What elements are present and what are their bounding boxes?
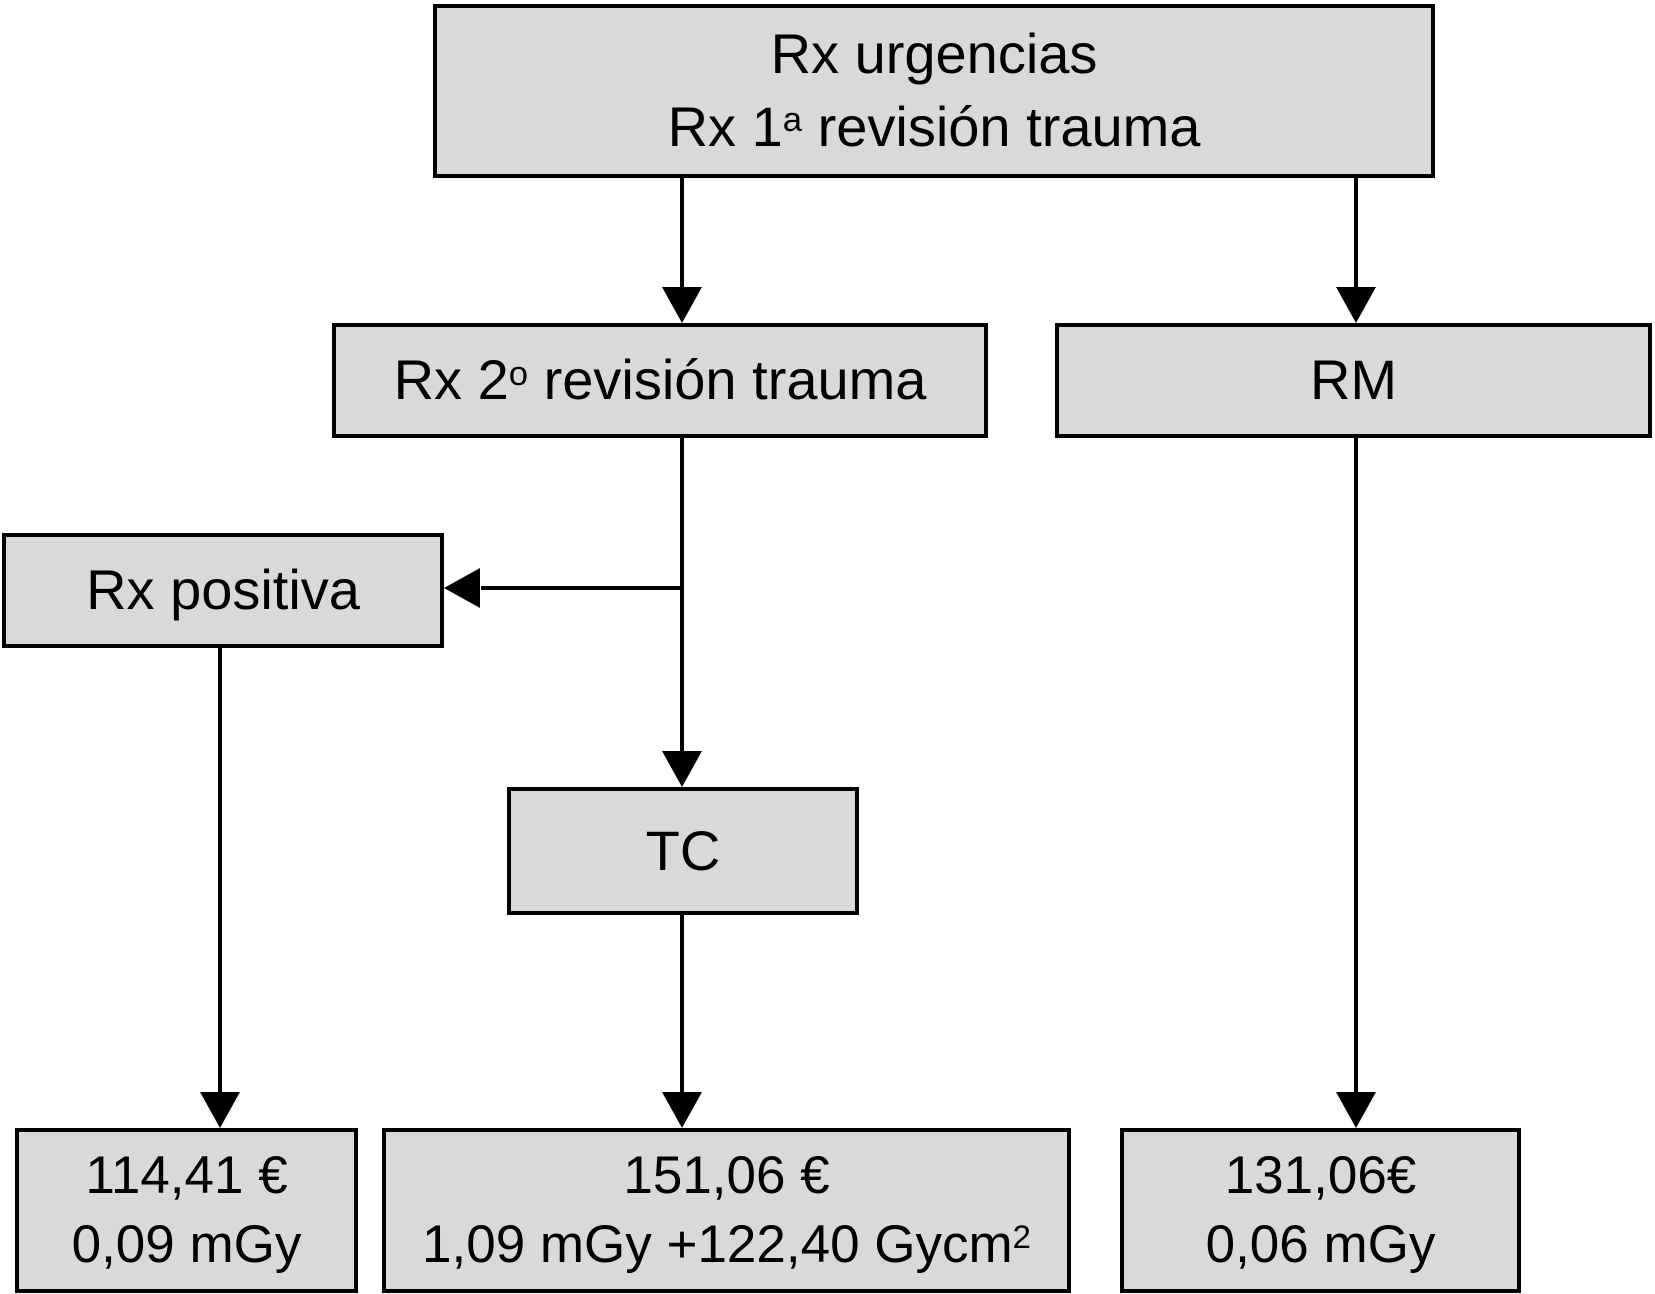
node-rm: RM <box>1055 323 1652 438</box>
label-part: revisión trauma <box>802 95 1201 158</box>
cost-line1: 114,41 € <box>85 1145 288 1205</box>
node-tc: TC <box>507 787 859 915</box>
label-part: revisión trauma <box>528 348 927 412</box>
node-label: TC <box>645 818 721 882</box>
label-part: 1,09 mGy +122,40 Gycm <box>422 1214 1013 1274</box>
cost-line2: 1,09 mGy +122,40 Gycm2 <box>422 1211 1031 1280</box>
cost-line1: 131,06€ <box>1224 1145 1417 1205</box>
cost-line2: 0,09 mGy <box>71 1214 302 1274</box>
label-superscript: a <box>782 101 803 140</box>
edge-urgencias-to-rm-arrowhead <box>1336 287 1376 323</box>
edge-rx2-to-rxpositiva-arrowhead <box>444 568 480 608</box>
label-superscript: o <box>508 354 529 393</box>
node-cost-tc: 151,06 € 1,09 mGy +122,40 Gycm2 <box>382 1128 1071 1293</box>
node-cost-rx-positiva: 114,41 € 0,09 mGy <box>15 1128 358 1293</box>
node-rx-2-revision-trauma: Rx 2o revisión trauma <box>332 323 988 438</box>
node-cost-rm: 131,06€ 0,06 mGy <box>1120 1128 1521 1293</box>
edge-rm-to-cost-arrowhead <box>1336 1092 1376 1128</box>
edge-tc-to-cost-arrowhead <box>662 1092 702 1128</box>
cost-line1: 151,06 € <box>623 1145 830 1205</box>
node-label: Rx positiva <box>86 558 360 622</box>
node-rx-urgencias: Rx urgencias Rx 1a revisión trauma <box>433 4 1435 178</box>
node-label-line1: Rx urgencias <box>770 22 1098 86</box>
node-label: Rx 2o revisión trauma <box>394 344 927 417</box>
label-part: Rx 2 <box>393 348 509 412</box>
node-label-line2: Rx 1a revisión trauma <box>668 91 1201 164</box>
edge-rx2-to-tc-arrowhead <box>662 751 702 787</box>
edge-rxpositiva-to-cost-arrowhead <box>200 1092 240 1128</box>
label-part: Rx 1 <box>667 95 783 158</box>
node-rx-positiva: Rx positiva <box>2 533 444 648</box>
cost-line2: 0,06 mGy <box>1205 1214 1436 1274</box>
edge-urgencias-to-rx2-arrowhead <box>662 287 702 323</box>
node-label: RM <box>1309 348 1398 412</box>
label-superscript: 2 <box>1012 1217 1031 1255</box>
